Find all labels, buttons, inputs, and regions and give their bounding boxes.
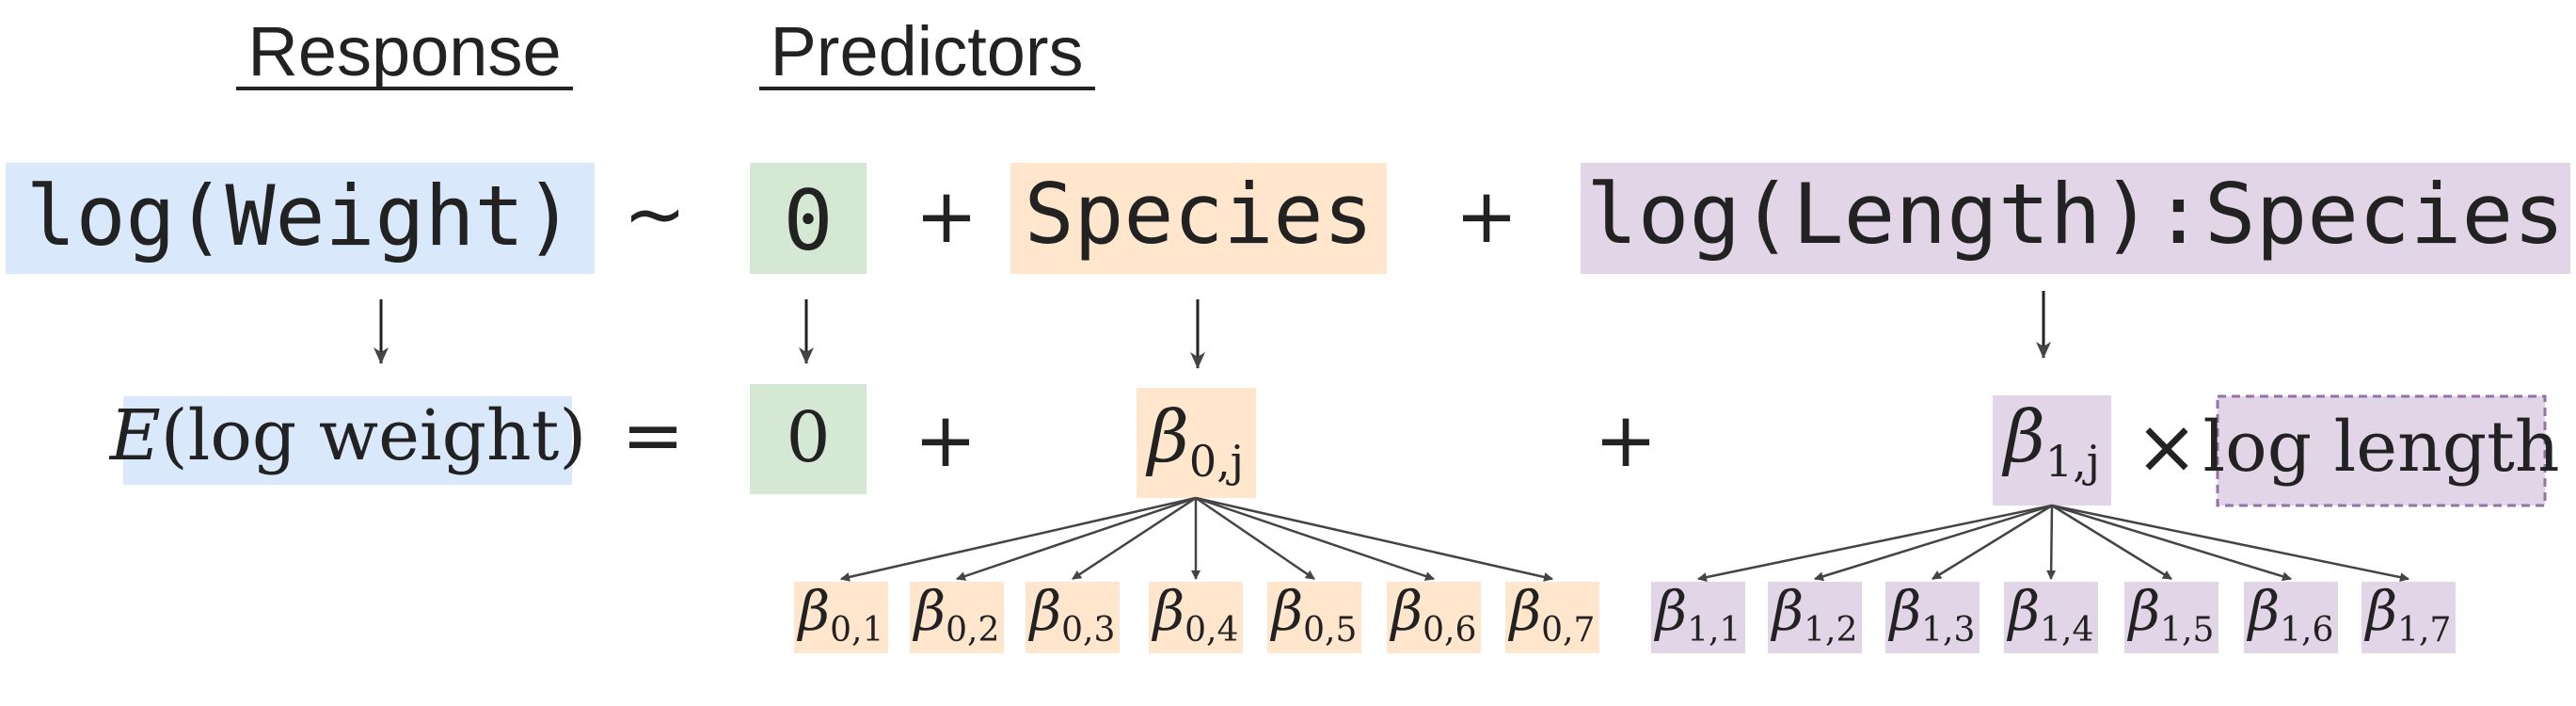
intercept-arrow-7 — [1195, 496, 1553, 582]
svg-text:Response: Response — [247, 12, 561, 90]
intercept-box-2 — [910, 582, 1004, 653]
interaction-term-box — [1581, 163, 2570, 274]
log-length-box — [2216, 394, 2547, 507]
slope-arrow-6 — [2051, 504, 2292, 582]
intercept-box-4 — [1149, 582, 1243, 653]
slope-label-4: β1,4 — [2007, 579, 2094, 650]
slope-label-5: β1,5 — [2127, 579, 2215, 650]
beta0j-symbol: β0,j — [1145, 394, 1244, 487]
intercept-box-1 — [794, 582, 888, 653]
species-term: Species — [1025, 166, 1374, 263]
slope-box-6 — [2244, 582, 2338, 653]
svg-text:Predictors: Predictors — [770, 12, 1083, 90]
beta1j-symbol: β1,j — [2001, 394, 2100, 487]
response-header: Response — [236, 12, 573, 90]
slope-arrow-7 — [2051, 504, 2409, 583]
intercept-box-7 — [1505, 582, 1599, 653]
intercept-label-1: β0,1 — [797, 579, 884, 650]
zero-coef-box — [750, 384, 867, 494]
predictors-header: Predictors — [759, 12, 1095, 90]
intercept-box-6 — [1387, 582, 1481, 653]
expected-log-weight-box — [123, 396, 572, 485]
slope-box-4 — [2004, 582, 2098, 653]
zero-term: 0 — [784, 172, 834, 269]
slope-label-3: β1,3 — [1888, 579, 1976, 650]
species-slopes: β1,1 β1,2 β1,3 β1,4 β1,5 β1,6 β1,7 — [1651, 504, 2456, 653]
tilde-operator: ~ — [623, 170, 686, 258]
slope-box-2 — [1768, 582, 1862, 653]
response-term-box — [6, 163, 595, 274]
intercept-label-4: β0,4 — [1152, 579, 1239, 650]
interaction-term: log(Length):Species — [1586, 166, 2565, 263]
intercept-label-5: β0,5 — [1270, 579, 1358, 650]
plus-sign-1: + — [914, 396, 977, 484]
intercept-arrow-1 — [840, 496, 1197, 582]
intercept-arrow-2 — [956, 496, 1197, 581]
slope-box-7 — [2361, 582, 2456, 653]
slope-arrow-1 — [1697, 504, 2053, 583]
intercept-arrow-6 — [1195, 496, 1435, 581]
slope-label-7: β1,7 — [2364, 579, 2452, 650]
plus-operator-1: + — [914, 172, 978, 260]
equals-sign: = — [621, 392, 684, 479]
plus-sign-2: + — [1594, 396, 1657, 484]
intercept-arrow-3 — [1072, 496, 1197, 581]
slope-arrow-5 — [2051, 504, 2172, 581]
intercept-label-6: β0,6 — [1390, 579, 1477, 650]
slope-arrow-3 — [1932, 504, 2053, 581]
expected-log-weight: E(log weight) — [108, 395, 586, 476]
response-term: log(Weight) — [26, 168, 575, 265]
species-term-box — [1010, 163, 1387, 274]
intercept-arrow-5 — [1195, 496, 1315, 581]
beta0j-box — [1137, 388, 1256, 498]
slope-box-5 — [2124, 582, 2218, 653]
log-length: log length — [2203, 407, 2560, 488]
intercept-label-7: β0,7 — [1508, 579, 1596, 650]
intercept-label-2: β0,2 — [913, 579, 1000, 650]
zero-term-box — [750, 163, 867, 274]
intercept-box-5 — [1267, 582, 1361, 653]
slope-box-1 — [1651, 582, 1745, 653]
times-sign: × — [2135, 403, 2198, 490]
slope-label-2: β1,2 — [1771, 579, 1858, 650]
zero-coef: 0 — [786, 397, 830, 478]
species-intercepts: β0,1 β0,2 β0,3 β0,4 β0,5 β0,6 β0,7 — [794, 496, 1599, 653]
slope-box-3 — [1885, 582, 1980, 653]
intercept-box-3 — [1026, 582, 1120, 653]
slope-label-1: β1,1 — [1654, 579, 1741, 650]
intercept-label-3: β0,3 — [1028, 579, 1116, 650]
beta1j-box — [1993, 395, 2111, 505]
plus-operator-2: + — [1455, 172, 1518, 260]
slope-label-6: β1,6 — [2247, 579, 2334, 650]
slope-arrow-2 — [1814, 504, 2053, 582]
slope-arrow-4 — [2046, 505, 2057, 580]
